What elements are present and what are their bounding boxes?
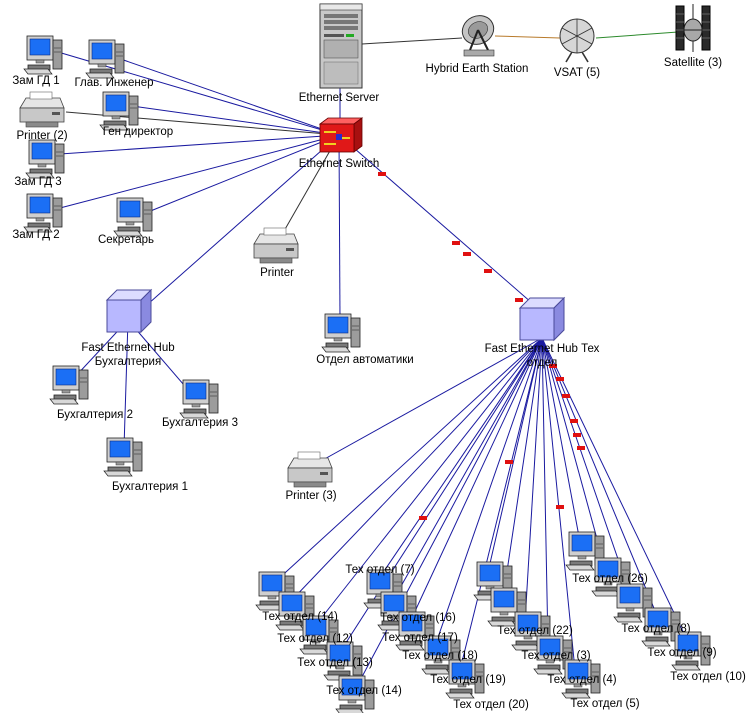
svg-text:Hybrid Earth Station: Hybrid Earth Station	[426, 63, 529, 75]
svg-text:Бухгалтерия 3: Бухгалтерия 3	[162, 417, 238, 429]
svg-text:Зам ГД 1: Зам ГД 1	[12, 75, 59, 87]
ethernet-switch-label: Ethernet Switch	[299, 158, 380, 170]
svg-text:Зам ГД 3: Зам ГД 3	[14, 176, 61, 188]
svg-text:Тех отдел (14): Тех отдел (14)	[262, 611, 338, 623]
pc-buh-1-label: Бухгалтерия 1	[112, 481, 188, 493]
svg-text:Fast Ethernet Hub Тех: Fast Ethernet Hub Тех	[485, 343, 600, 355]
svg-text:Тех отдел (18): Тех отдел (18)	[402, 650, 478, 662]
traffic-packets	[378, 172, 585, 520]
svg-text:Ethernet Switch: Ethernet Switch	[299, 158, 380, 170]
svg-text:Printer (2): Printer (2)	[16, 130, 67, 142]
svg-text:Тех отдел (20): Тех отдел (20)	[453, 699, 529, 711]
svg-text:Ген директор: Ген директор	[103, 126, 173, 138]
svg-text:Тех отдел (10): Тех отдел (10)	[670, 671, 746, 683]
pc-sekretar-label: Секретарь	[98, 234, 154, 246]
svg-text:Тех отдел (13): Тех отдел (13)	[297, 657, 373, 669]
satellite-icon[interactable]	[675, 4, 711, 52]
svg-text:Тех отдел (7): Тех отдел (7)	[345, 564, 414, 576]
printer[interactable]	[253, 227, 299, 264]
svg-text:Тех отдел (26): Тех отдел (26)	[572, 573, 648, 585]
svg-text:Satellite (3): Satellite (3)	[664, 57, 722, 69]
svg-text:Отдел автоматики: Отдел автоматики	[316, 354, 413, 366]
svg-text:Секретарь: Секретарь	[98, 234, 154, 246]
vsat-antenna-icon[interactable]	[559, 18, 595, 63]
pc-zam-gd-3[interactable]	[25, 139, 65, 179]
svg-text:Тех отдел (16): Тех отдел (16)	[380, 612, 456, 624]
vsat-label: VSAT (5)	[554, 67, 600, 79]
ethernet-server-label: Ethernet Server	[299, 92, 380, 104]
svg-text:Бухгалтерия 2: Бухгалтерия 2	[57, 409, 133, 421]
svg-text:Тех отдел (19): Тех отдел (19)	[430, 674, 506, 686]
svg-text:Тех отдел (3): Тех отдел (3)	[521, 650, 590, 662]
pc-buh-2[interactable]	[49, 365, 89, 405]
svg-text:Ethernet Server: Ethernet Server	[299, 92, 380, 104]
svg-text:VSAT (5): VSAT (5)	[554, 67, 600, 79]
svg-text:Тех отдел (4): Тех отдел (4)	[547, 674, 616, 686]
svg-text:Тех отдел (8): Тех отдел (8)	[621, 623, 690, 635]
svg-text:Fast Ethernet Hub: Fast Ethernet Hub	[81, 342, 174, 354]
pc-otdel-avtomatiki-label: Отдел автоматики	[316, 354, 413, 366]
printer-label: Printer	[260, 267, 294, 279]
printer-3-label: Printer (3)	[285, 490, 336, 502]
earth-station-label: Hybrid Earth Station	[426, 63, 529, 75]
svg-text:Printer: Printer	[260, 267, 294, 279]
pc-glav-inzh-label: Глав. Инженер	[74, 77, 153, 89]
hub-tex-otdel-label: Fast Ethernet Hub Тех отдел	[485, 343, 600, 369]
svg-text:Глав. Инженер: Глав. Инженер	[74, 77, 153, 89]
svg-text:Тех отдел (17): Тех отдел (17)	[382, 632, 458, 644]
svg-text:отдел: отдел	[527, 357, 557, 369]
svg-text:Тех отдел (22): Тех отдел (22)	[497, 625, 573, 637]
svg-text:Бухгалтерия 1: Бухгалтерия 1	[112, 481, 188, 493]
pc-zam-gd-1[interactable]	[23, 35, 63, 75]
pc-zam-gd-2-label: Зам ГД 2	[12, 229, 59, 241]
pc-buh-3-label: Бухгалтерия 3	[162, 417, 238, 429]
pc-gen-dir[interactable]	[99, 91, 139, 131]
ethernet-server[interactable]	[319, 3, 363, 89]
hub-buhgalteria-label: Fast Ethernet Hub Бухгалтерия	[81, 342, 174, 368]
svg-text:Тех отдел (9): Тех отдел (9)	[647, 647, 716, 659]
earth-station-dish-icon[interactable]	[458, 11, 499, 57]
svg-text:Тех отдел (5): Тех отдел (5)	[570, 698, 639, 710]
printer-2-label: Printer (2)	[16, 130, 67, 142]
printer-2[interactable]	[19, 91, 65, 128]
ethernet-switch[interactable]	[318, 117, 364, 153]
svg-text:Printer (3): Printer (3)	[285, 490, 336, 502]
pc-zam-gd-3-label: Зам ГД 3	[14, 176, 61, 188]
pc-zam-gd-1-label: Зам ГД 1	[12, 75, 59, 87]
svg-text:Бухгалтерия: Бухгалтерия	[95, 356, 161, 368]
svg-text:Тех отдел (12): Тех отдел (12)	[277, 633, 353, 645]
satellite-label: Satellite (3)	[664, 57, 722, 69]
pc-otdel-avtomatiki[interactable]	[321, 313, 361, 353]
pc-buh-2-label: Бухгалтерия 2	[57, 409, 133, 421]
printer-3[interactable]	[287, 451, 333, 488]
svg-text:Зам ГД 2: Зам ГД 2	[12, 229, 59, 241]
hub-buhgalteria[interactable]	[106, 289, 152, 333]
svg-text:Тех отдел (14): Тех отдел (14)	[326, 685, 402, 697]
pc-gen-dir-label: Ген директор	[103, 126, 173, 138]
pc-buh-3[interactable]	[179, 379, 219, 419]
hub-tex-otdel[interactable]	[519, 297, 565, 341]
pc-glav-inzh[interactable]	[85, 39, 125, 79]
pc-zam-gd-2[interactable]	[23, 193, 63, 233]
tex-labels: Тех отдел (7) Тех отдел (26) Тех отдел (…	[262, 564, 746, 711]
pc-buh-1[interactable]	[103, 437, 143, 477]
pc-sekretar[interactable]	[113, 197, 153, 237]
